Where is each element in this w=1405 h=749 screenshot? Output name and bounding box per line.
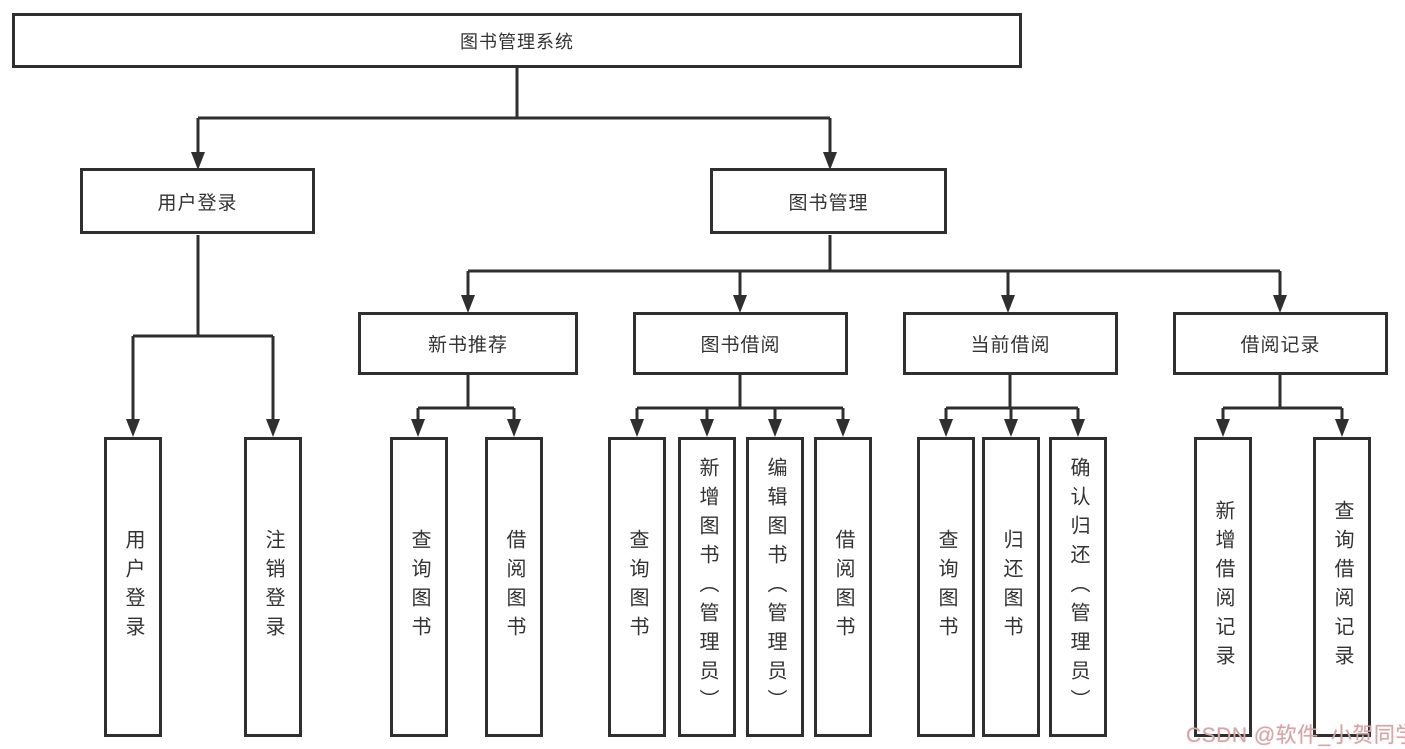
node-label: 确认归还（管理员）	[1067, 456, 1089, 718]
node-library-management-system: 图书管理系统	[12, 13, 1022, 68]
leaf-current-confirm-return-admin: 确认归还（管理员）	[1049, 437, 1107, 737]
node-label: 借阅图书	[503, 529, 525, 645]
node-new-book-recommend: 新书推荐	[358, 312, 578, 375]
node-book-borrow: 图书借阅	[633, 312, 848, 375]
node-label: 新增图书（管理员）	[696, 456, 718, 718]
leaf-borrow-add-books-admin: 新增图书（管理员）	[678, 437, 736, 737]
node-label: 查询图书	[626, 529, 648, 645]
leaf-borrow-borrow-books: 借阅图书	[814, 437, 872, 737]
leaf-records-query-record: 查询借阅记录	[1313, 437, 1371, 737]
node-label: 注销登录	[262, 529, 284, 645]
leaf-newbook-query-books: 查询图书	[390, 437, 448, 737]
node-label: 借阅记录	[1240, 335, 1321, 356]
node-label: 新增借阅记录	[1212, 500, 1234, 674]
node-label: 图书管理系统	[460, 31, 574, 52]
node-borrow-records: 借阅记录	[1173, 312, 1388, 375]
node-label: 归还图书	[1000, 529, 1022, 645]
node-book-management: 图书管理	[710, 168, 947, 234]
node-current-borrow: 当前借阅	[903, 312, 1118, 375]
leaf-borrow-edit-books-admin: 编辑图书（管理员）	[746, 437, 804, 737]
node-label: 查询图书	[408, 529, 430, 645]
node-label: 当前借阅	[970, 335, 1051, 356]
node-label: 图书管理	[788, 192, 869, 214]
leaf-newbook-borrow-books: 借阅图书	[485, 437, 543, 737]
leaf-user-login: 用户登录	[104, 437, 162, 737]
leaf-borrow-query-books: 查询图书	[608, 437, 666, 737]
watermark: CSDN @软件_小贺同学	[1186, 724, 1405, 747]
node-label: 用户登录	[157, 192, 238, 214]
node-label: 图书借阅	[700, 335, 781, 356]
leaf-logout: 注销登录	[244, 437, 302, 737]
node-label: 查询图书	[935, 529, 957, 645]
node-label: 查询借阅记录	[1331, 500, 1353, 674]
node-label: 借阅图书	[832, 529, 854, 645]
node-label: 编辑图书（管理员）	[764, 456, 786, 718]
leaf-records-add-record: 新增借阅记录	[1194, 437, 1252, 737]
node-label: 用户登录	[122, 529, 144, 645]
leaf-current-query-books: 查询图书	[917, 437, 975, 737]
leaf-current-return-books: 归还图书	[982, 437, 1040, 737]
node-user-login: 用户登录	[80, 168, 315, 234]
node-label: 新书推荐	[427, 335, 508, 356]
